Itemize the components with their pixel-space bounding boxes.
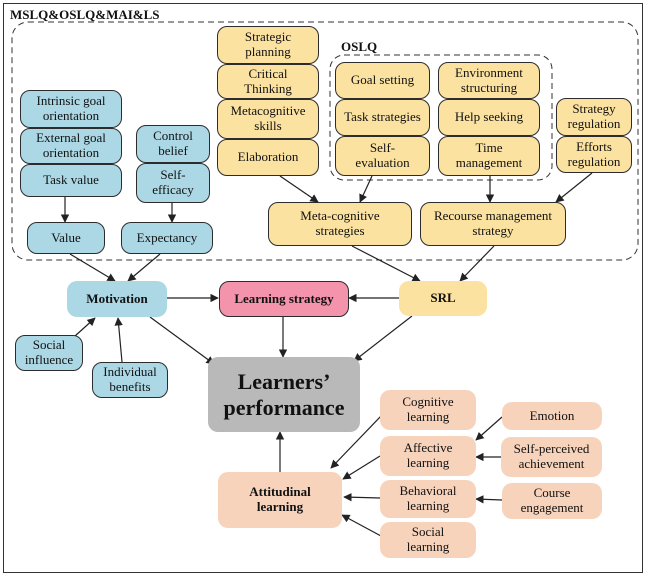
arrow-elaboration-to-metacognitive — [279, 175, 319, 203]
resource-management-strategy-node: Recourse management strategy — [420, 202, 566, 246]
arrow-course-engagement-to-behavioral — [475, 495, 503, 504]
arrow-metacognitive-to-srl — [351, 245, 421, 282]
arrow-resource-to-srl — [459, 245, 495, 282]
efforts-regulation-node: Efforts regulation — [556, 136, 632, 173]
arrow-cognitive-to-attitudinal — [330, 413, 384, 469]
outer-group-label: MSLQ&OSLQ&MAI&LS — [10, 7, 160, 22]
emotion-node: Emotion — [502, 402, 602, 430]
motivation-node: Motivation — [67, 281, 167, 317]
arrow-motivation-to-performance — [149, 316, 215, 365]
arrow-value-to-motivation — [69, 253, 116, 282]
figure-frame — [3, 3, 643, 573]
intrinsic-goal-orientation-node: Intrinsic goal orientation — [20, 90, 122, 128]
learners-performance-node: Learners’ performance — [208, 357, 360, 432]
arrow-efforts-to-resource — [555, 172, 593, 203]
arrow-srl-to-performance — [353, 315, 413, 362]
self-evaluation-node: Self- evaluation — [335, 136, 430, 176]
srl-node: SRL — [399, 281, 487, 316]
environment-structuring-node: Environment structuring — [438, 62, 540, 99]
arrow-social-to-attitudinal — [341, 514, 382, 537]
critical-thinking-node: Critical Thinking — [217, 64, 319, 99]
oslq-group-label: OSLQ — [341, 39, 378, 54]
affective-learning-node: Affective learning — [380, 436, 476, 476]
individual-benefits-node: Individual benefits — [92, 362, 168, 398]
arrow-social-influence-to-motivation — [74, 317, 96, 337]
strategic-planning-node: Strategic planning — [217, 26, 319, 64]
value-node: Value — [27, 222, 105, 254]
arrow-self-evaluation-to-metacognitive — [359, 175, 373, 203]
arrow-behavioral-to-attitudinal — [343, 493, 381, 502]
help-seeking-node: Help seeking — [438, 99, 540, 136]
expectancy-node: Expectancy — [121, 222, 213, 254]
task-strategies-node: Task strategies — [335, 99, 430, 136]
arrow-affective-to-attitudinal — [342, 455, 381, 480]
mslq-dashed-group — [11, 21, 639, 261]
arrow-emotion-to-affective — [475, 416, 503, 441]
behavioral-learning-node: Behavioral learning — [380, 480, 476, 518]
strategy-regulation-node: Strategy regulation — [556, 98, 632, 136]
arrow-expectancy-to-motivation — [127, 253, 161, 282]
attitudinal-learning-node: Attitudinal learning — [218, 472, 342, 528]
social-learning-node: Social learning — [380, 522, 476, 558]
cognitive-learning-node: Cognitive learning — [380, 390, 476, 430]
goal-setting-node: Goal setting — [335, 62, 430, 99]
external-goal-orientation-node: External goal orientation — [20, 128, 122, 164]
task-value-node: Task value — [20, 164, 122, 197]
social-influence-node: Social influence — [15, 335, 83, 371]
course-engagement-node: Course engagement — [502, 483, 602, 519]
time-management-node: Time management — [438, 136, 540, 176]
meta-cognitive-strategies-node: Meta-cognitive strategies — [268, 202, 412, 246]
elaboration-node: Elaboration — [217, 139, 319, 176]
self-efficacy-node: Self- efficacy — [136, 163, 210, 203]
control-belief-node: Control belief — [136, 125, 210, 163]
self-perceived-achievement-node: Self-perceived achievement — [501, 437, 602, 477]
arrow-individual-benefits-to-motivation — [114, 317, 123, 363]
learning-strategy-node: Learning strategy — [219, 281, 349, 317]
metacognitive-skills-node: Metacognitive skills — [217, 99, 319, 139]
oslq-dashed-group — [329, 54, 553, 181]
